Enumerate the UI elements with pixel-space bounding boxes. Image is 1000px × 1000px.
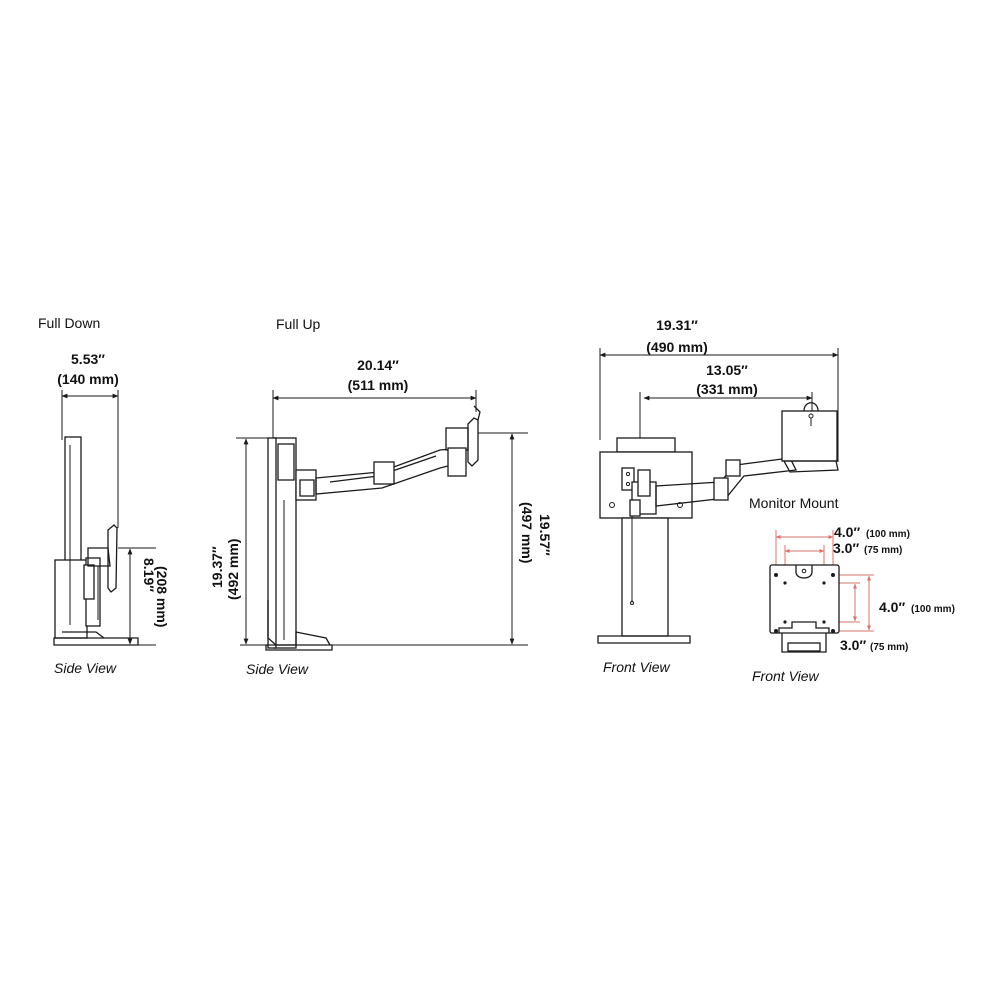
vesa-h-outer-mm: (100 mm) bbox=[866, 529, 910, 540]
front-arm-width-in: 13.05″ bbox=[706, 362, 748, 378]
full-up-mount-body bbox=[265, 405, 481, 651]
full-down-mount-body bbox=[53, 436, 139, 646]
vesa-h-outer-in: 4.0″ bbox=[834, 524, 860, 540]
vesa-h-inner-mm: (75 mm) bbox=[864, 545, 902, 556]
monitor-mount-caption: Front View bbox=[752, 668, 820, 684]
vesa-v-inner-mm: (75 mm) bbox=[870, 642, 908, 653]
full-up-caption: Side View bbox=[246, 661, 309, 677]
full-up-reach-in: 20.14″ bbox=[357, 357, 399, 373]
vesa-v-outer-mm: (100 mm) bbox=[911, 604, 955, 615]
full-down-side-view: Full Down 5.53″ (140 mm) 8.19″ (208 mm) … bbox=[38, 315, 170, 676]
full-down-title: Full Down bbox=[38, 315, 100, 331]
full-down-width-mm: (140 mm) bbox=[57, 371, 118, 387]
vesa-v-outer-in: 4.0″ bbox=[879, 599, 905, 615]
full-down-width-in: 5.53″ bbox=[71, 351, 105, 367]
full-up-reach-mm: (511 mm) bbox=[348, 377, 409, 393]
full-down-height-mm: (208 mm) bbox=[154, 566, 170, 627]
full-up-right-height-mm: (497 mm) bbox=[519, 502, 535, 563]
front-mount-body bbox=[597, 402, 839, 644]
full-down-height-in: 8.19″ bbox=[141, 558, 157, 592]
front-total-width-in: 19.31″ bbox=[656, 317, 698, 333]
monitor-mount-view: Monitor Mount bbox=[749, 495, 955, 684]
monitor-mount-title: Monitor Mount bbox=[749, 495, 839, 511]
full-up-left-height-in: 19.37″ bbox=[209, 546, 225, 588]
vesa-plate bbox=[769, 564, 840, 653]
full-up-side-view: Full Up 20.14″ (511 mm) 19.37″ (492 mm) bbox=[209, 316, 553, 677]
front-view-caption: Front View bbox=[603, 659, 671, 675]
front-total-width-mm: (490 mm) bbox=[646, 339, 707, 355]
full-up-title: Full Up bbox=[276, 316, 321, 332]
full-up-right-height-in: 19.57″ bbox=[537, 514, 553, 556]
full-up-left-height-mm: (492 mm) bbox=[225, 539, 241, 600]
front-arm-width-mm: (331 mm) bbox=[696, 381, 757, 397]
front-view-arm: 19.31″ (490 mm) 13.05″ (331 mm) bbox=[597, 317, 839, 675]
vesa-v-inner-in: 3.0″ bbox=[840, 637, 866, 653]
vesa-h-inner-in: 3.0″ bbox=[833, 540, 859, 556]
full-down-caption: Side View bbox=[54, 660, 117, 676]
